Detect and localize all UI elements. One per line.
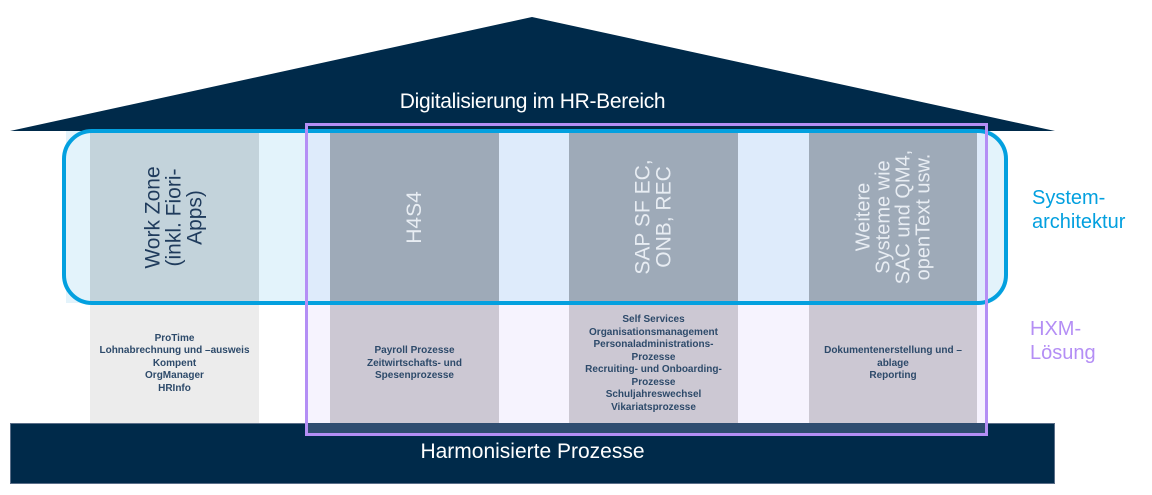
pillar-4-processes: Dokumentenerstellung und – ablage Report… bbox=[809, 305, 977, 423]
base-title: Harmonisierte Prozesse bbox=[420, 440, 645, 463]
roof-triangle bbox=[10, 17, 1055, 131]
legend-system-architecture: System- architektur bbox=[1032, 187, 1126, 233]
pillar-3-processes-label: Self Services Organisationsmanagement Pe… bbox=[585, 314, 722, 413]
sysarch-fill-right bbox=[986, 131, 1004, 303]
pillar-1-system: Work Zone (inkl. Fiori- Apps) bbox=[90, 131, 259, 303]
roof-title: Digitalisierung im HR-Bereich bbox=[399, 90, 666, 113]
overlap-fill-gap-1 bbox=[306, 131, 330, 303]
pillar-2-system: H4S4 bbox=[330, 131, 499, 303]
hxm-fill-gap-2 bbox=[499, 305, 569, 423]
hxm-fill-gap-3 bbox=[738, 305, 809, 423]
pillar-3-system: SAP SF EC, ONB, REC bbox=[569, 131, 738, 303]
pillar-2-processes: Payroll Prozesse Zeitwirtschafts- und Sp… bbox=[330, 305, 499, 423]
pillar-1-processes-label: ProTime Lohnabrechnung und –ausweis Komp… bbox=[99, 332, 250, 394]
hxm-fill-gap-1 bbox=[306, 305, 330, 423]
pillar-4-system: Weitere Systeme wie SAC und QM4, openTex… bbox=[809, 131, 977, 303]
sysarch-fill-left bbox=[66, 131, 90, 303]
legend-hxm-solution: HXM- Lösung bbox=[1030, 318, 1096, 364]
pillar-1-processes: ProTime Lohnabrechnung und –ausweis Komp… bbox=[90, 305, 259, 423]
hxm-base-strip bbox=[305, 423, 988, 435]
hxm-solution-frame bbox=[305, 123, 988, 436]
overlap-fill-gap-3 bbox=[738, 131, 809, 303]
sysarch-fill-gap-1 bbox=[259, 131, 306, 303]
hxm-fill-right bbox=[977, 305, 986, 423]
pillar-4-processes-label: Dokumentenerstellung und – ablage Report… bbox=[824, 345, 962, 382]
overlap-fill-gap-2 bbox=[499, 131, 569, 303]
pillar-2-processes-label: Payroll Prozesse Zeitwirtschafts- und Sp… bbox=[366, 345, 462, 382]
pillar-3-processes: Self Services Organisationsmanagement Pe… bbox=[569, 305, 738, 423]
system-architecture-frame bbox=[62, 129, 1008, 305]
overlap-fill-right bbox=[977, 131, 986, 303]
